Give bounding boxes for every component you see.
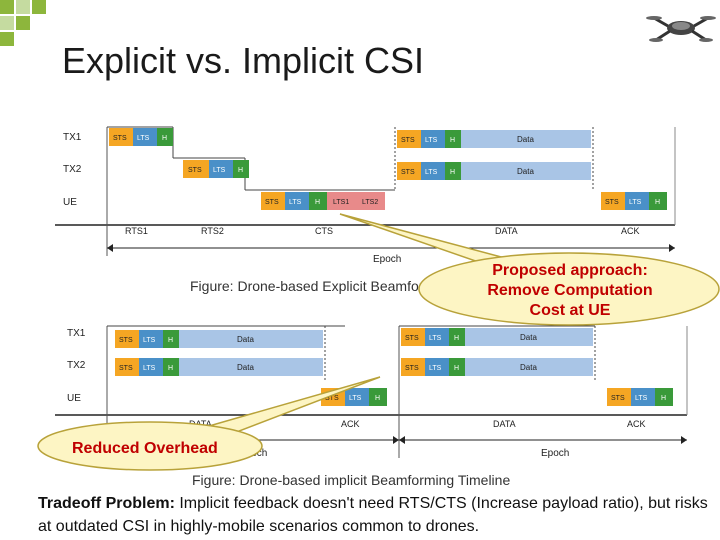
tradeoff-label: Tradeoff Problem: xyxy=(38,495,175,512)
callout2-text: Reduced Overhead xyxy=(72,440,218,458)
tradeoff-paragraph: Tradeoff Problem: Implicit feedback does… xyxy=(38,492,708,538)
callout1-line: Remove Computation xyxy=(470,281,670,301)
callout1-text: Proposed approach: Remove Computation Co… xyxy=(470,261,670,321)
callout1-line: Cost at UE xyxy=(470,301,670,321)
figure-caption-implicit: Figure: Drone-based implicit Beamforming… xyxy=(192,472,510,488)
callout1-line: Proposed approach: xyxy=(470,261,670,281)
